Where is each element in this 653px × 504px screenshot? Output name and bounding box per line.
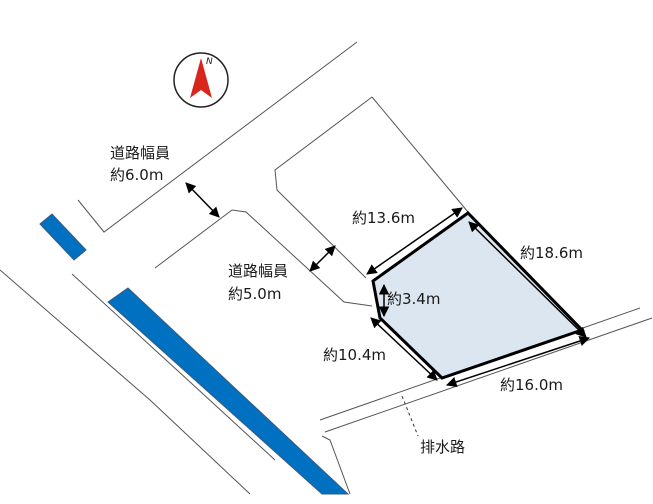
drain-strip-3 (321, 435, 351, 495)
arrow-edge-left (370, 317, 438, 381)
left-boundary-inner (71, 273, 276, 461)
lot-edge-bottom-label: 約16.0m (500, 376, 563, 394)
arrow-edge-top (366, 207, 463, 275)
lot-edge-left-label: 約10.4m (323, 346, 386, 364)
compass-arrow-icon (190, 58, 212, 98)
left-boundary-outer (0, 269, 251, 495)
water-channel-small (39, 213, 87, 261)
main-road-lower-edge (274, 96, 373, 279)
arrow-main-road-width (185, 182, 220, 218)
dimension-arrows (185, 182, 590, 388)
arrow-side-road-width (309, 245, 336, 272)
upper-right-boundary (371, 96, 469, 213)
main-road-width-value: 約6.0m (110, 166, 163, 184)
main-road-upper-edge (77, 41, 358, 233)
lot-edge-notch-label: 約3.4m (387, 290, 440, 308)
side-road-width-label: 道路幅員 (228, 262, 288, 280)
lot-edge-right-label: 約18.6m (520, 244, 583, 262)
road-lines (0, 41, 653, 495)
water-channel-long (107, 287, 350, 495)
side-road-width-value: 約5.0m (228, 285, 281, 303)
lot-edge-top-label: 約13.6m (352, 209, 415, 227)
main-road-width-label: 道路幅員 (110, 144, 170, 162)
side-road-edge (154, 209, 373, 307)
arrow-edge-bottom (446, 335, 590, 388)
arrow-edge-right (468, 221, 587, 338)
compass-letter: N (206, 57, 213, 67)
drain-leader (401, 395, 419, 437)
north-compass: N (173, 52, 229, 108)
drain-label: 排水路 (420, 438, 465, 456)
